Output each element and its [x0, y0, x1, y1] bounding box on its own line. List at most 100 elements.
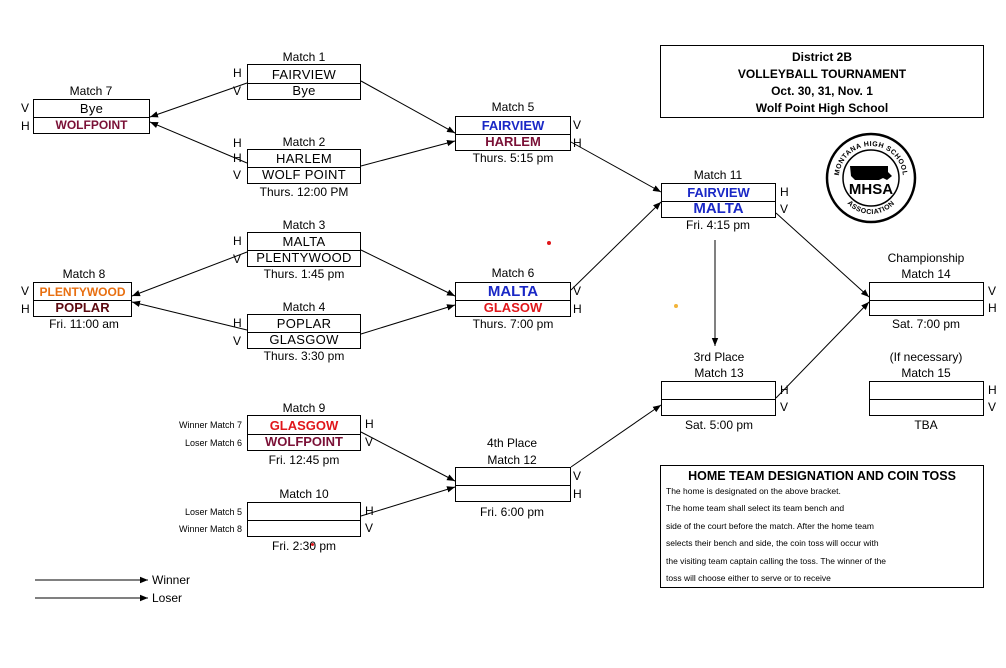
line-m1-to-m7 — [149, 82, 248, 118]
match1-title: Match 1 — [282, 50, 326, 64]
info-line-3: side of the court before the match. Afte… — [666, 520, 874, 531]
match7-team1[interactable]: Bye — [34, 100, 149, 118]
header-line3: Oct. 30, 31, Nov. 1 — [771, 84, 873, 98]
line-m4-to-m6 — [360, 304, 456, 335]
match9-title: Match 9 — [282, 401, 326, 415]
match1-side-top: H — [233, 66, 242, 80]
match15-title: Match 15 — [901, 366, 951, 380]
match6-time: Thurs. 7:00 pm — [472, 317, 554, 331]
match14-side-bottom: H — [988, 301, 997, 315]
match13-box — [661, 381, 776, 416]
match2-box: HARLEM WOLF POINT — [247, 149, 361, 184]
mhsa-logo-icon: MONTANA HIGH SCHOOL ASSOCIATION MHSA — [825, 132, 917, 224]
match7-team2[interactable]: WOLFPOINT — [55, 117, 128, 132]
match3-title: Match 3 — [282, 218, 326, 232]
match9-source2: Loser Match 6 — [184, 438, 242, 448]
match9-source1: Winner Match 7 — [178, 420, 242, 430]
match8-team1[interactable]: PLENTYWOOD — [34, 283, 131, 301]
match14-team2[interactable] — [870, 299, 983, 315]
match10-source1: Loser Match 5 — [184, 507, 242, 517]
line-m4-to-m8 — [131, 300, 248, 331]
header-line4: Wolf Point High School — [755, 101, 889, 115]
match4-team2[interactable]: GLASGOW — [269, 332, 339, 347]
match13-side-bottom: V — [780, 400, 789, 414]
match9-side-top: H — [365, 417, 374, 431]
match8-side-top: V — [21, 284, 30, 298]
match6-team1[interactable]: MALTA — [456, 283, 570, 301]
match3-team2[interactable]: PLENTYWOOD — [256, 250, 352, 265]
info-line-4: selects their bench and side, the coin t… — [666, 538, 879, 549]
line-m3-to-m6 — [360, 249, 456, 297]
match2-side-extra: H — [233, 136, 242, 150]
match3-team1[interactable]: MALTA — [248, 233, 360, 251]
match6-side-bottom: H — [573, 302, 582, 316]
match4-box: POPLAR GLASGOW — [247, 314, 361, 349]
match6-team2[interactable]: GLASOW — [483, 300, 543, 315]
match10-title: Match 10 — [279, 487, 329, 501]
match3-time: Thurs. 1:45 pm — [263, 267, 345, 281]
line-m12-to-m13 — [570, 404, 662, 468]
match11-box: FAIRVIEW MALTA — [661, 183, 776, 218]
match1-side-bottom: V — [233, 84, 242, 98]
match5-box: FAIRVIEW HARLEM — [455, 116, 571, 151]
match9-team1[interactable]: GLASGOW — [248, 416, 360, 435]
home-team-info-box: HOME TEAM DESIGNATION AND COIN TOSS The … — [660, 465, 984, 588]
match15-team2[interactable] — [870, 398, 983, 415]
match1-team1[interactable]: FAIRVIEW — [248, 65, 360, 84]
match2-team2[interactable]: WOLF POINT — [262, 167, 346, 182]
match7-side-bottom: H — [21, 119, 30, 133]
match11-title: Match 11 — [693, 168, 743, 182]
info-line-5: the visiting team captain calling the to… — [666, 555, 887, 566]
match13-time: Sat. 5:00 pm — [684, 418, 754, 432]
match10-team1[interactable] — [248, 503, 360, 521]
line-m10-to-m12 — [360, 486, 456, 517]
match14-time: Sat. 7:00 pm — [891, 317, 961, 331]
match14-title: Match 14 — [901, 267, 951, 281]
line-m3-to-m8 — [131, 251, 248, 297]
line-m1-to-m5 — [360, 80, 456, 134]
match2-time: Thurs. 12:00 PM — [259, 185, 349, 199]
match11-side-bottom: V — [780, 202, 789, 216]
match8-side-bottom: H — [21, 302, 30, 316]
match7-title: Match 7 — [69, 84, 113, 98]
match13-title: Match 13 — [694, 366, 744, 380]
match12-team1[interactable] — [456, 468, 570, 486]
match11-team2[interactable]: MALTA — [693, 200, 744, 217]
line-m6-to-m11 — [570, 201, 662, 291]
match5-time: Thurs. 5:15 pm — [472, 151, 554, 165]
match8-team2[interactable]: POPLAR — [55, 300, 110, 315]
match11-team1[interactable]: FAIRVIEW — [662, 184, 775, 202]
match12-heading: 4th Place — [486, 436, 538, 450]
match7-box: Bye WOLFPOINT — [33, 99, 150, 134]
match12-team2[interactable] — [456, 484, 570, 501]
match1-team2[interactable]: Bye — [292, 83, 316, 98]
line-m5-to-m11 — [570, 141, 662, 193]
match9-time: Fri. 12:45 pm — [268, 453, 340, 467]
match1-box: FAIRVIEW Bye — [247, 64, 361, 100]
tournament-header: District 2B VOLLEYBALL TOURNAMENT Oct. 3… — [660, 45, 984, 118]
match10-time: Fri. 2:30 pm — [271, 539, 337, 553]
match14-box — [869, 282, 984, 316]
match13-team1[interactable] — [662, 382, 775, 400]
match4-team1[interactable]: POPLAR — [248, 315, 360, 333]
line-m9-to-m12 — [360, 431, 456, 482]
info-heading: HOME TEAM DESIGNATION AND COIN TOSS — [688, 469, 956, 483]
match15-team1[interactable] — [870, 382, 983, 400]
match14-team1[interactable] — [870, 283, 983, 301]
match14-heading: Championship — [887, 251, 965, 265]
match2-team1[interactable]: HARLEM — [248, 150, 360, 168]
match5-team2[interactable]: HARLEM — [485, 134, 541, 149]
info-line-1: The home is designated on the above brac… — [666, 486, 841, 496]
match11-time: Fri. 4:15 pm — [685, 218, 751, 232]
match4-side-bottom: V — [233, 334, 242, 348]
match9-team2[interactable]: WOLFPOINT — [265, 434, 343, 449]
match5-team1[interactable]: FAIRVIEW — [456, 117, 570, 135]
match12-side-bottom: H — [573, 487, 582, 501]
match13-team2[interactable] — [662, 398, 775, 415]
match3-box: MALTA PLENTYWOOD — [247, 232, 361, 267]
match10-team2[interactable] — [248, 519, 360, 536]
match13-side-top: H — [780, 383, 789, 397]
header-line2: VOLLEYBALL TOURNAMENT — [737, 67, 907, 81]
stray-yellow-dot — [674, 304, 678, 308]
